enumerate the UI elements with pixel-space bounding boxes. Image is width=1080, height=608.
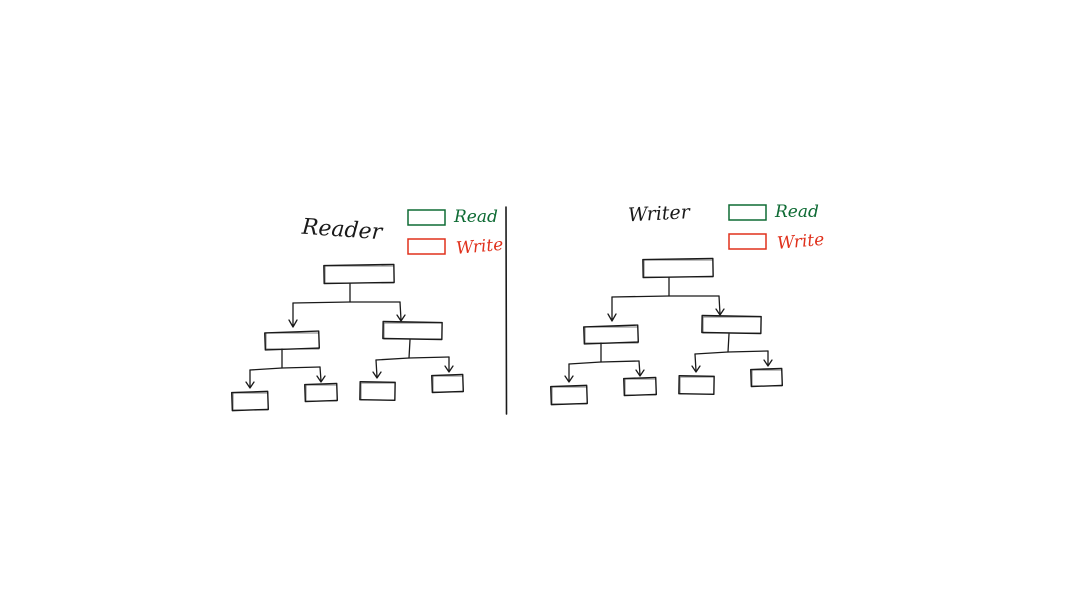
writer-legend: Read Write (728, 202, 825, 254)
legend-write-label: Write (455, 235, 504, 259)
reader-leaf-node-1 (230, 390, 270, 412)
writer-title: Writer (627, 201, 692, 226)
reader-level1-node-right (382, 320, 443, 341)
reader-edges (245, 283, 454, 389)
reader-panel: Reader Read Write (230, 207, 504, 412)
writer-leaf-node-4 (750, 367, 784, 388)
panel-divider (505, 206, 508, 415)
reader-leaf-node-3 (359, 381, 396, 402)
reader-leaf-node-2 (304, 382, 339, 403)
writer-leaf-node-2 (623, 376, 658, 397)
writer-leaf-node-1 (549, 384, 589, 406)
writer-edges (564, 277, 773, 383)
writer-level1-node-left (583, 324, 639, 345)
legend-write-swatch (407, 238, 446, 255)
legend-read-swatch (728, 204, 767, 221)
legend-read-label: Read (774, 202, 819, 222)
reader-legend: Read Write (407, 207, 504, 259)
writer-root-node (642, 257, 714, 279)
legend-read-swatch (407, 209, 446, 226)
legend-read-label: Read (453, 207, 498, 227)
reader-title: Reader (300, 215, 384, 246)
reader-leaf-node-4 (431, 373, 465, 394)
reader-level1-node-left (264, 330, 320, 351)
writer-leaf-node-3 (678, 375, 715, 396)
legend-write-label: Write (776, 230, 825, 254)
writer-panel: Writer Read Write (549, 201, 825, 406)
legend-write-swatch (728, 233, 767, 250)
reader-root-node (323, 263, 395, 285)
writer-level1-node-right (701, 314, 762, 335)
